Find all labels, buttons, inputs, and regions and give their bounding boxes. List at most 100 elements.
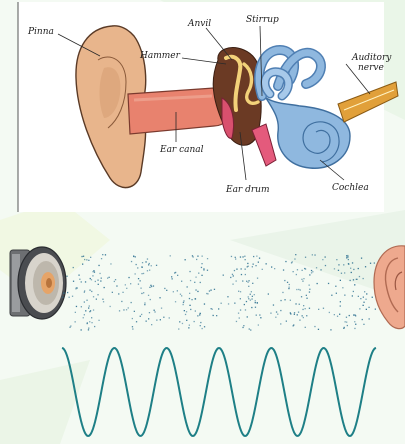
air-particle [363,302,364,303]
air-particle [89,321,90,322]
air-particle [134,311,135,312]
air-particle [296,274,297,275]
air-particle [149,263,150,264]
air-particle [242,280,243,281]
air-particle [318,329,319,330]
air-particle [337,316,338,317]
label-stirrup: Stirrup [246,15,279,25]
air-particle [294,312,295,313]
air-particle [236,280,237,281]
air-particle [254,294,255,295]
air-particle [202,328,203,329]
air-particle [204,303,205,304]
air-particle [86,300,87,301]
air-particle [252,296,253,297]
air-particle [104,287,105,288]
air-particle [242,256,243,257]
air-particle [62,297,63,298]
air-particle [301,296,302,297]
air-particle [221,303,222,304]
air-particle [252,283,253,284]
air-particle [295,303,296,304]
air-particle [195,277,196,278]
air-particle [151,286,152,287]
air-particle [368,307,369,308]
air-particle [303,278,304,279]
air-particle [350,280,351,281]
air-particle [153,285,154,286]
air-particle [235,258,236,259]
air-particle [186,320,187,321]
air-particle [323,308,324,309]
air-particle [366,293,367,294]
air-particle [141,314,142,315]
air-particle [239,317,240,318]
air-particle [75,321,76,322]
air-particle [186,311,187,312]
air-particle [306,295,307,296]
air-particle [253,256,254,257]
air-particle [305,327,306,328]
air-particle [189,305,190,306]
air-particle [223,275,224,276]
air-particle [121,301,122,302]
air-particle [148,295,149,296]
air-particle [252,266,253,267]
air-particle [248,266,249,267]
air-particle [340,301,341,302]
air-particle [161,308,162,309]
air-particle [244,304,245,305]
air-particle [143,273,144,274]
air-particle [245,274,246,275]
air-particle [90,257,91,258]
air-particle [143,292,144,293]
air-particle [73,267,74,268]
air-particle [347,325,348,326]
air-particle [305,257,306,258]
air-particle [83,317,84,318]
air-particle [247,282,248,283]
air-particle [300,289,301,290]
air-particle [92,275,93,276]
air-particle [346,255,347,256]
air-particle [133,256,134,257]
air-particle [130,283,131,284]
air-particle [85,281,86,282]
air-particle [258,324,259,325]
air-particle [132,318,133,319]
air-particle [312,254,313,255]
air-particle [199,314,200,315]
air-particle [372,297,373,298]
air-particle [251,298,252,299]
air-particle [81,256,82,257]
air-particle [66,276,67,277]
air-particle [132,326,133,327]
air-particle [285,261,286,262]
air-particle [305,268,306,269]
air-particle [346,322,347,323]
air-particle [331,295,332,296]
air-particle [375,309,376,310]
air-particle [147,258,148,259]
air-particle [132,328,133,329]
air-particle [140,288,141,289]
air-particle [284,280,285,281]
air-particle [240,298,241,299]
air-particle [235,257,236,258]
air-particle [135,256,136,257]
air-particle [246,281,247,282]
air-particle [240,309,241,310]
air-particle [283,269,284,270]
air-particle [302,309,303,310]
air-particle [89,305,90,306]
air-particle [112,292,113,293]
air-particle [346,257,347,258]
air-particle [183,300,184,301]
air-particle [274,268,275,269]
air-particle [177,290,178,291]
air-particle [151,265,152,266]
air-particle [317,283,318,284]
air-particle [183,304,184,305]
air-particle [189,325,190,326]
